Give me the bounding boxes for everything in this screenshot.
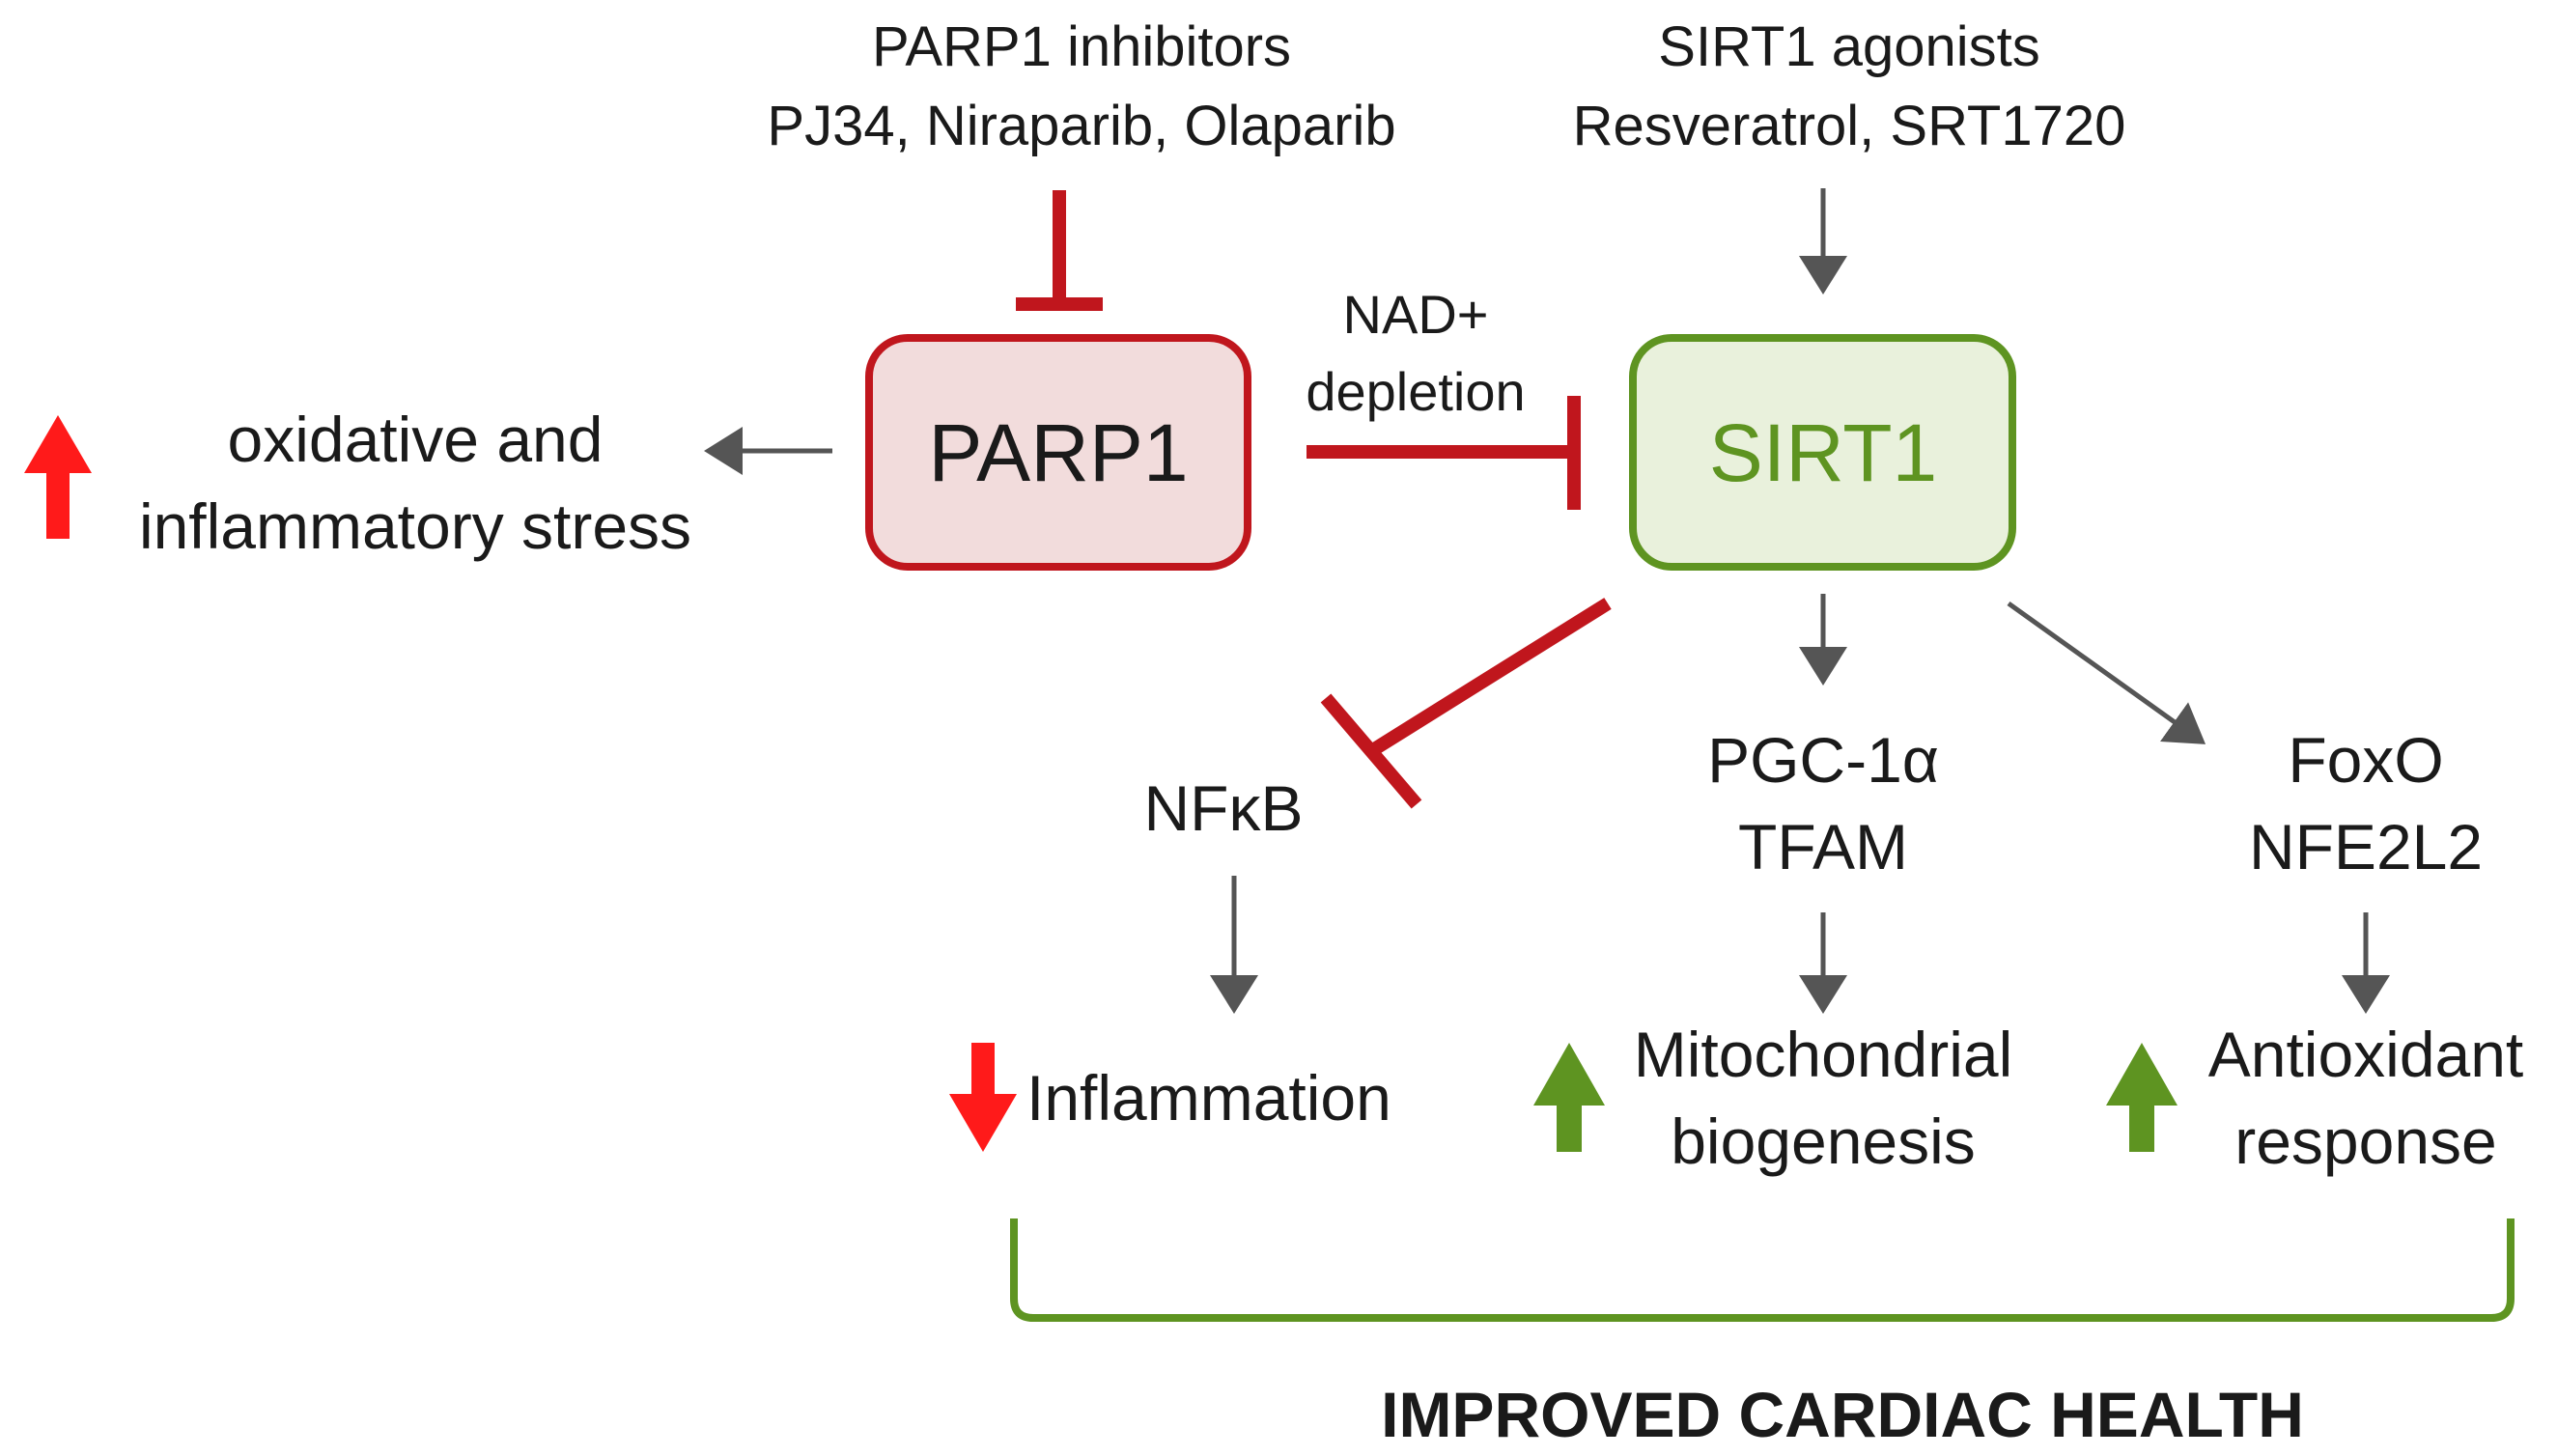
red-down-arrow-icon [949,1043,1017,1152]
mito-line1: Mitochondrial [1634,1019,2013,1090]
outcome-bracket [1010,1218,2515,1322]
improved-cardiac-health-label: IMPROVED CARDIAC HEALTH [1381,1379,2304,1450]
inflammation-label: Inflammation [1026,1062,1391,1134]
nad-label: NAD+ [1343,284,1489,345]
stress-line2: inflammatory stress [139,490,691,562]
sirt1-agonists-title: SIRT1 agonists [1658,15,2039,78]
foxo-line2: NFE2L2 [2249,811,2483,882]
pgc-node: PGC-1α TFAM [1707,724,1939,882]
pgc-line1: PGC-1α [1707,724,1939,796]
depletion-label: depletion [1306,361,1525,422]
antiox-outcome: Antioxidant response [2208,1019,2524,1177]
nad-depletion-label: NAD+ depletion [1306,284,1525,422]
parp1-node: PARP1 [865,334,1251,571]
sirt1-to-foxo-arrow [2007,601,2206,744]
nfkb-label: NFκB [1144,772,1304,844]
stress-label: oxidative and inflammatory stress [139,404,691,562]
mito-outcome: Mitochondrial biogenesis [1634,1019,2013,1177]
sirt1-to-nfkb-inhibition [1320,598,1612,809]
green-up-arrow-icon-antiox [2106,1043,2178,1152]
sirt1-node: SIRT1 [1629,334,2016,571]
parp1-to-sirt1-inhibition [1307,396,1581,510]
red-up-arrow-icon [24,415,92,539]
parp1-inhibitors-label: PARP1 inhibitors PJ34, Niraparib, Olapar… [767,15,1395,157]
mito-line2: biogenesis [1671,1106,1976,1177]
stress-increase-arrow [24,415,92,539]
parp1-label: PARP1 [928,407,1188,498]
foxo-node: FoxO NFE2L2 [2249,724,2483,882]
parp1-inhibitors-list: PJ34, Niraparib, Olaparib [767,95,1395,157]
parp1-inhibitors-title: PARP1 inhibitors [872,15,1291,78]
parp1-box [865,334,1251,571]
sirt1-box [1629,334,2016,571]
green-up-arrow-icon-mito [1533,1043,1605,1152]
antiox-line2: response [2234,1106,2497,1177]
stress-line1: oxidative and [228,404,604,475]
antiox-line1: Antioxidant [2208,1019,2524,1090]
pgc-line2: TFAM [1738,811,1908,882]
inhibitor-to-parp1-inhibition [1016,190,1103,311]
sirt1-agonists-label: SIRT1 agonists Resveratrol, SRT1720 [1573,15,2126,157]
sirt1-label: SIRT1 [1709,407,1938,498]
sirt1-agonists-list: Resveratrol, SRT1720 [1573,95,2126,157]
foxo-line1: FoxO [2288,724,2443,796]
